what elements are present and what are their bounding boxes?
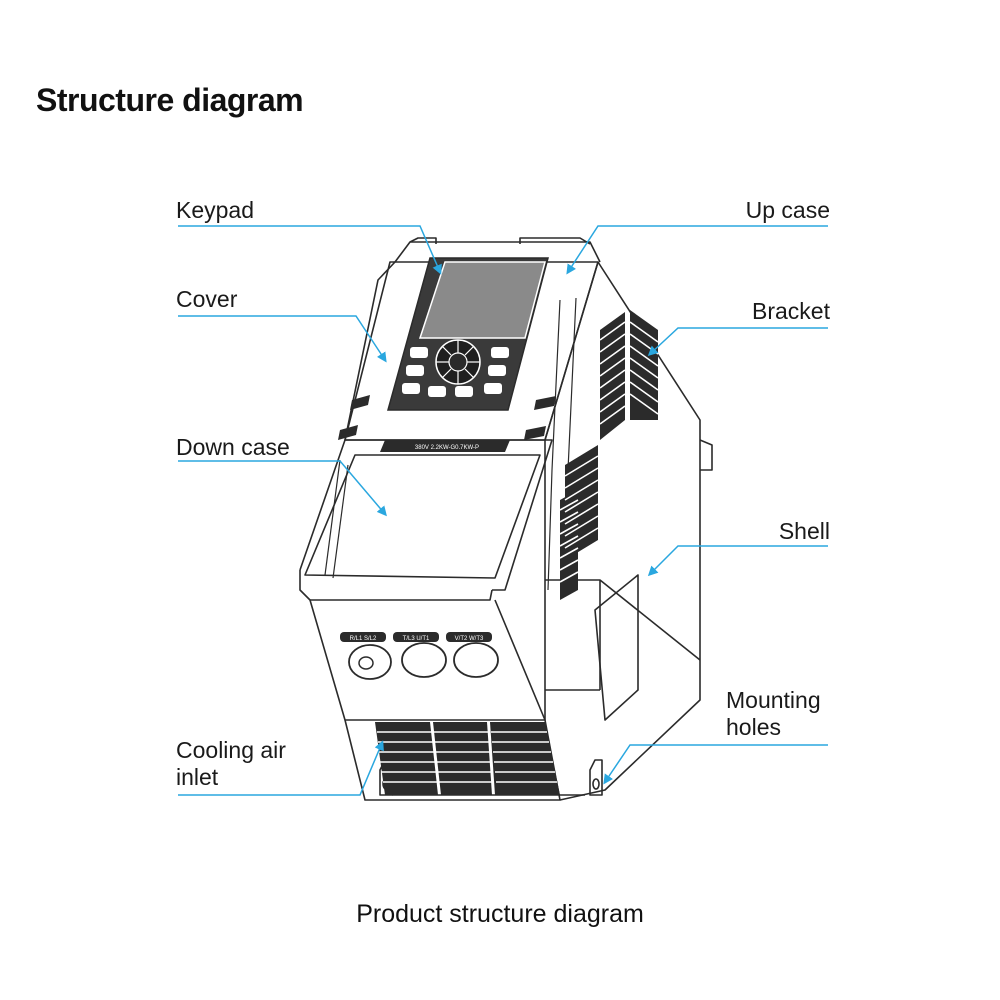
svg-text:T/L3 U/T1: T/L3 U/T1 (403, 636, 430, 642)
diagram-title: Structure diagram (36, 82, 304, 118)
label-shell: Shell (778, 518, 830, 544)
keypad-assembly: 380V 2.2KW-G0.7KW-P (380, 257, 549, 452)
leader-down-case (178, 460, 387, 517)
label-keypad: Keypad (176, 197, 255, 223)
svg-text:R/L1 S/L2: R/L1 S/L2 (350, 636, 377, 642)
diagram-caption: Product structure diagram (356, 900, 644, 928)
leader-cooling-inlet (178, 740, 384, 796)
label-bracket: Bracket (752, 298, 830, 324)
leader-shell (647, 545, 828, 577)
label-down-case: Down case (176, 434, 290, 460)
terminal-strip: R/L1 S/L2 T/L3 U/T1 V/T2 W/T3 (340, 632, 499, 680)
label-cover: Cover (176, 286, 238, 312)
svg-text:V/T2 W/T3: V/T2 W/T3 (455, 636, 484, 642)
cooling-inlet-grill (375, 722, 560, 795)
keypad-screen (418, 261, 546, 339)
label-cooling-air-inlet-line2: inlet (176, 764, 219, 790)
nameplate-text: 380V 2.2KW-G0.7KW-P (415, 445, 479, 451)
label-cooling-air-inlet: Cooling air inlet (176, 737, 286, 791)
leader-bracket (647, 327, 828, 357)
label-up-case: Up case (745, 197, 830, 223)
leader-keypad (178, 225, 442, 275)
label-cooling-air-inlet-line1: Cooling air (176, 737, 286, 763)
leader-cover (178, 315, 387, 363)
label-mounting-holes-line2: holes (726, 714, 781, 740)
leader-up-case (566, 225, 828, 275)
leader-mounting-holes (603, 744, 828, 785)
label-mounting-holes: Mounting holes (726, 687, 821, 741)
leader-lines (178, 225, 828, 796)
label-mounting-holes-line1: Mounting (726, 687, 821, 713)
side-vents (560, 310, 658, 600)
